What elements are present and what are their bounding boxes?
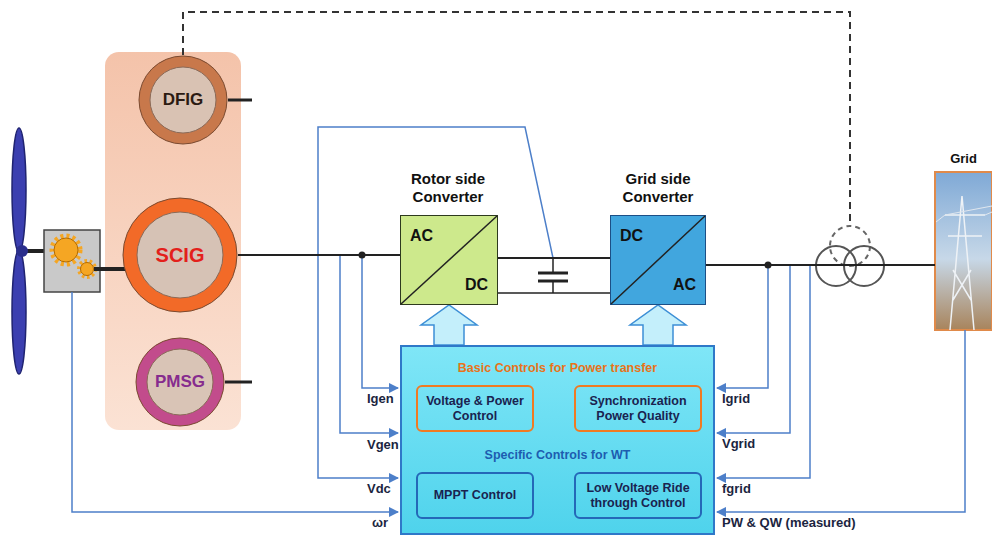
signal-wire <box>340 255 398 433</box>
gear <box>54 238 78 262</box>
dc-link-line <box>498 292 610 294</box>
power-line <box>238 254 400 256</box>
signal-wire <box>717 265 768 388</box>
power-cable <box>936 206 992 222</box>
node-label: Low Voltage Ride through Control <box>581 481 695 511</box>
control-box: Basic Controls for Power transferSpecifi… <box>400 345 715 535</box>
node-label: SCIG <box>156 244 205 267</box>
node-label: AC <box>611 275 705 294</box>
signal-wire <box>717 330 965 512</box>
rotor-disc <box>137 212 223 298</box>
grid-node: Grid <box>935 172 992 330</box>
signal-label: ωr <box>372 515 388 531</box>
control-arrow <box>630 305 686 345</box>
node-label: MPPT Control <box>434 488 517 503</box>
pylon <box>945 196 985 330</box>
rotor-disc <box>150 67 216 133</box>
control-function-box: MPPT Control <box>416 472 534 519</box>
gearbox <box>44 230 100 292</box>
signal-label: PW & QW (measured) <box>722 515 856 531</box>
dc-link-line <box>498 257 610 259</box>
generator-shaft <box>228 99 252 102</box>
node-label: DC <box>611 226 705 245</box>
node-label: PMSG <box>155 372 205 392</box>
control-arrow <box>421 305 477 345</box>
generator-circle: SCIG <box>122 197 238 313</box>
turbine-blade <box>12 250 26 374</box>
node-label: Voltage & Power Control <box>423 394 527 424</box>
node-label: DC <box>401 275 497 294</box>
generator-panel <box>105 52 241 430</box>
signal-label: Igrid <box>722 391 750 407</box>
capacitor-lead <box>552 258 554 273</box>
capacitor-plate <box>538 272 568 275</box>
signal-label: Vgen <box>367 437 399 453</box>
node-label: Grid <box>935 151 992 167</box>
converter-box: Grid side ConverterDCAC <box>610 215 706 305</box>
node-label: DFIG <box>163 90 204 110</box>
control-function-box: Synchronization Power Quality <box>574 385 702 432</box>
node-label: Basic Controls for Power transfer <box>402 361 713 376</box>
node-label: Rotor side Converter <box>383 170 513 206</box>
signal-label: Vgrid <box>722 436 755 452</box>
generator-circle: DFIG <box>138 55 228 145</box>
node-label: Synchronization Power Quality <box>581 394 695 424</box>
dfig-stator-link <box>183 12 850 226</box>
signal-wire <box>362 255 398 388</box>
converter-box: Rotor side ConverterACDC <box>400 215 498 305</box>
generator-shaft <box>94 267 125 271</box>
node-label: AC <box>401 226 497 245</box>
gear <box>81 263 94 276</box>
turbine-blade <box>12 128 26 252</box>
stator-ring <box>139 56 227 144</box>
power-line <box>706 264 935 266</box>
stator-ring <box>123 198 237 312</box>
signal-wire <box>72 292 398 512</box>
generator-circle: PMSG <box>135 337 225 427</box>
generator-shaft <box>225 381 252 384</box>
gear-teeth <box>52 236 80 264</box>
signal-label: Vdc <box>367 481 391 497</box>
capacitor-lead <box>552 281 554 293</box>
signal-label: Igen <box>367 391 394 407</box>
node-label: Specific Controls for WT <box>402 448 713 463</box>
signal-wire <box>717 265 810 478</box>
stator-ring <box>136 338 224 426</box>
control-function-box: Low Voltage Ride through Control <box>574 472 702 519</box>
converter-diagonal <box>401 216 497 304</box>
grid-picture <box>935 172 992 330</box>
gear-teeth <box>79 261 95 277</box>
turbine-hub <box>16 245 28 257</box>
rotor-disc <box>147 349 213 415</box>
converter-diagonal <box>611 216 705 304</box>
node-label: Grid side Converter <box>593 170 723 206</box>
signal-wire <box>717 265 790 433</box>
signal-label: fgrid <box>722 481 751 497</box>
control-function-box: Voltage & Power Control <box>416 385 534 432</box>
